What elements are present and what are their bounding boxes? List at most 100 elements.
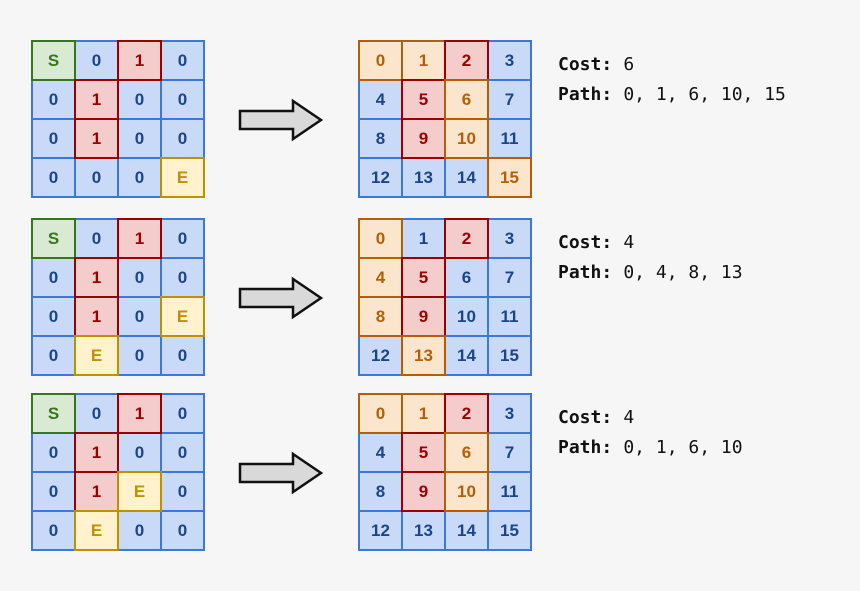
cost-value: 4 [623, 407, 635, 428]
grid-cell: 0 [160, 40, 205, 81]
grid-cell: 1 [117, 218, 162, 259]
grid-cell: 0 [74, 218, 119, 259]
grid-cell: 1 [74, 432, 119, 473]
grid-cell: 0 [117, 432, 162, 473]
grid-cell: E [160, 157, 205, 198]
grid-cell: 0 [117, 335, 162, 376]
grid-cell: S [31, 393, 76, 434]
grid-cell: 3 [487, 40, 532, 81]
path-line: Path:0, 1, 6, 10 [558, 433, 743, 463]
grid-cell: 0 [160, 118, 205, 159]
path-label: Path: [558, 262, 613, 283]
grid-cell: 4 [358, 257, 403, 298]
result-text: Cost:6 Path: 0, 1, 6, 10, 15 [558, 50, 786, 110]
right-arrow-icon [238, 276, 324, 320]
grid-cell: 4 [358, 79, 403, 120]
grid-cell: 0 [358, 218, 403, 259]
path-label: Path: [558, 84, 613, 105]
cost-line: Cost:6 [558, 50, 786, 80]
grid-cell: S [31, 218, 76, 259]
grid-cell: 1 [401, 218, 446, 259]
cost-label: Cost: [558, 407, 613, 428]
grid-cell: 15 [487, 157, 532, 198]
grid-cell: 0 [117, 296, 162, 337]
grid-cell: E [74, 510, 119, 551]
grid-cell: 12 [358, 510, 403, 551]
grid-cell: E [74, 335, 119, 376]
path-value: 0, 1, 6, 10 [623, 437, 743, 458]
cost-label: Cost: [558, 232, 613, 253]
grid-cell: 0 [160, 510, 205, 551]
grid-cell: 7 [487, 79, 532, 120]
grid-cell: 15 [487, 510, 532, 551]
path-value: 0, 1, 6, 10, 15 [623, 84, 786, 105]
grid-cell: 2 [444, 218, 489, 259]
grid-cell: 0 [160, 218, 205, 259]
grid-cell: 12 [358, 157, 403, 198]
grid-cell: 6 [444, 257, 489, 298]
grid-cell: 1 [401, 393, 446, 434]
grid-cell: 8 [358, 118, 403, 159]
grid-cell: 0 [74, 40, 119, 81]
path-line: Path: 0, 1, 6, 10, 15 [558, 80, 786, 110]
cost-label: Cost: [558, 54, 613, 75]
result-text: Cost:4 Path:0, 4, 8, 13 [558, 228, 743, 288]
grid-cell: 0 [160, 393, 205, 434]
grid-cell: 0 [117, 118, 162, 159]
grid-cell: 11 [487, 118, 532, 159]
grid-cell: 0 [31, 257, 76, 298]
grid-cell: 1 [74, 296, 119, 337]
grid-cell: 0 [358, 40, 403, 81]
grid-cell: 12 [358, 335, 403, 376]
cost-value: 4 [623, 232, 635, 253]
grid-cell: 5 [401, 432, 446, 473]
grid-cell: 1 [74, 118, 119, 159]
grid-cell: 11 [487, 296, 532, 337]
grid-cell: 0 [160, 257, 205, 298]
grid-cell: 0 [31, 79, 76, 120]
result-text: Cost: 4 Path:0, 1, 6, 10 [558, 403, 743, 463]
cost-line: Cost: 4 [558, 403, 743, 433]
right-arrow-icon [238, 98, 324, 142]
grid-cell: E [117, 471, 162, 512]
grid-cell: 14 [444, 510, 489, 551]
grid-cell: 11 [487, 471, 532, 512]
grid-cell: 9 [401, 471, 446, 512]
grid-cell: 2 [444, 40, 489, 81]
grid-cell: 15 [487, 335, 532, 376]
cost-line: Cost: 4 [558, 228, 743, 258]
grid-cell: 8 [358, 471, 403, 512]
grid-cell: 0 [160, 471, 205, 512]
grid-cell: 0 [31, 296, 76, 337]
grid-cell: 8 [358, 296, 403, 337]
grid-cell: 1 [401, 40, 446, 81]
grid-cell: 5 [401, 79, 446, 120]
grid-cell: 13 [401, 335, 446, 376]
grid-cell: 2 [444, 393, 489, 434]
grid-cell: 7 [487, 432, 532, 473]
grid-cell: 1 [117, 40, 162, 81]
grid-cell: 14 [444, 335, 489, 376]
